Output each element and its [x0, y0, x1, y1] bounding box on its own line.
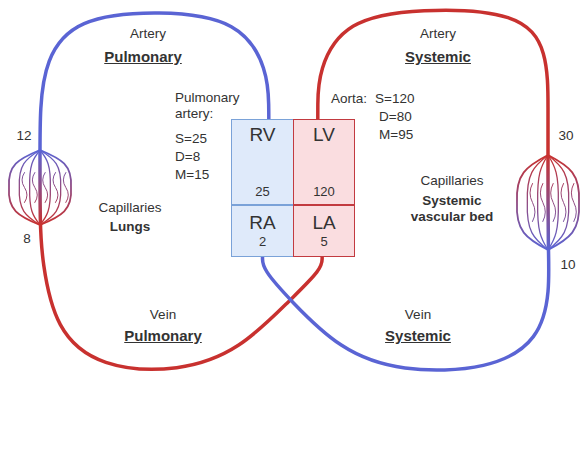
capillary-branch — [9, 150, 40, 225]
capillary-loop — [561, 184, 566, 222]
systemic-capillary-bed — [517, 155, 579, 250]
vein-label: Vein — [150, 307, 176, 323]
capillary-branch — [538, 155, 548, 250]
chamber-name: RA — [249, 212, 275, 234]
capillary-branch — [548, 155, 579, 250]
capillary-branch — [548, 155, 558, 250]
capillary-branch — [39, 150, 40, 225]
pressure-value: M=15 — [175, 167, 209, 183]
atrium-box: RA2 — [231, 205, 294, 257]
pressure-value: 30 — [558, 128, 573, 144]
lung-capillary-bed — [9, 150, 71, 225]
atrium-box: LA5 — [293, 205, 355, 257]
capillary-branch — [40, 150, 61, 225]
capillary-loop — [540, 184, 545, 222]
chamber-name: LA — [312, 212, 335, 234]
capillary-loop — [551, 184, 556, 222]
ventricle-box: RV 25 — [231, 119, 294, 205]
vessel-name: Aorta: — [331, 91, 367, 107]
capillary-loop — [53, 173, 58, 203]
circuit-name: Systemic — [405, 48, 471, 66]
blood-vessel — [263, 10, 549, 370]
capillary-loop — [22, 173, 27, 203]
capillary-branch — [30, 150, 40, 225]
circuit-name: Pulmonary — [104, 48, 182, 66]
capillary-branch — [547, 155, 548, 250]
capillary-branch — [548, 155, 569, 250]
circuit-name: Pulmonary — [124, 327, 202, 345]
circuit-name: Systemic — [385, 327, 451, 345]
chamber-pressure: 25 — [255, 184, 269, 200]
capillary-branch — [40, 150, 50, 225]
chamber-name: LV — [313, 124, 335, 146]
chamber-pressure: 120 — [313, 184, 335, 200]
capillary-label: Capillaries — [420, 173, 483, 189]
ventricle-box: LV 120 — [293, 119, 355, 205]
capillary-branch — [517, 155, 548, 250]
capillary-branch — [40, 150, 71, 225]
capillary-loop — [571, 184, 576, 222]
capillary-loop — [63, 173, 68, 203]
vessel-name: Pulmonary artery: — [175, 90, 255, 122]
pressure-value: 10 — [560, 257, 575, 273]
chamber-pressure: 5 — [320, 234, 327, 250]
blood-vessel — [40, 13, 322, 369]
pressure-value: 12 — [16, 128, 31, 144]
chamber-pressure: 2 — [259, 234, 266, 250]
capillary-label: Capillaries — [98, 200, 161, 216]
capillary-branch — [19, 150, 40, 225]
pressure-value: D=80 — [379, 109, 412, 125]
capillary-loop — [43, 173, 48, 203]
capillary-branch — [527, 155, 548, 250]
chamber-name: RV — [249, 124, 275, 146]
pressure-value: S=120 — [375, 91, 414, 107]
artery-label: Artery — [130, 26, 166, 42]
capillary-name: Lungs — [110, 219, 151, 235]
capillary-name: Systemic vascular bed — [402, 193, 502, 225]
pressure-value: 8 — [23, 231, 31, 247]
capillary-loop — [32, 173, 37, 203]
artery-label: Artery — [420, 26, 456, 42]
pressure-value: M=95 — [379, 127, 413, 143]
vein-label: Vein — [405, 307, 431, 323]
capillary-loop — [530, 184, 535, 222]
pressure-value: D=8 — [175, 149, 200, 165]
pressure-value: S=25 — [175, 131, 207, 147]
